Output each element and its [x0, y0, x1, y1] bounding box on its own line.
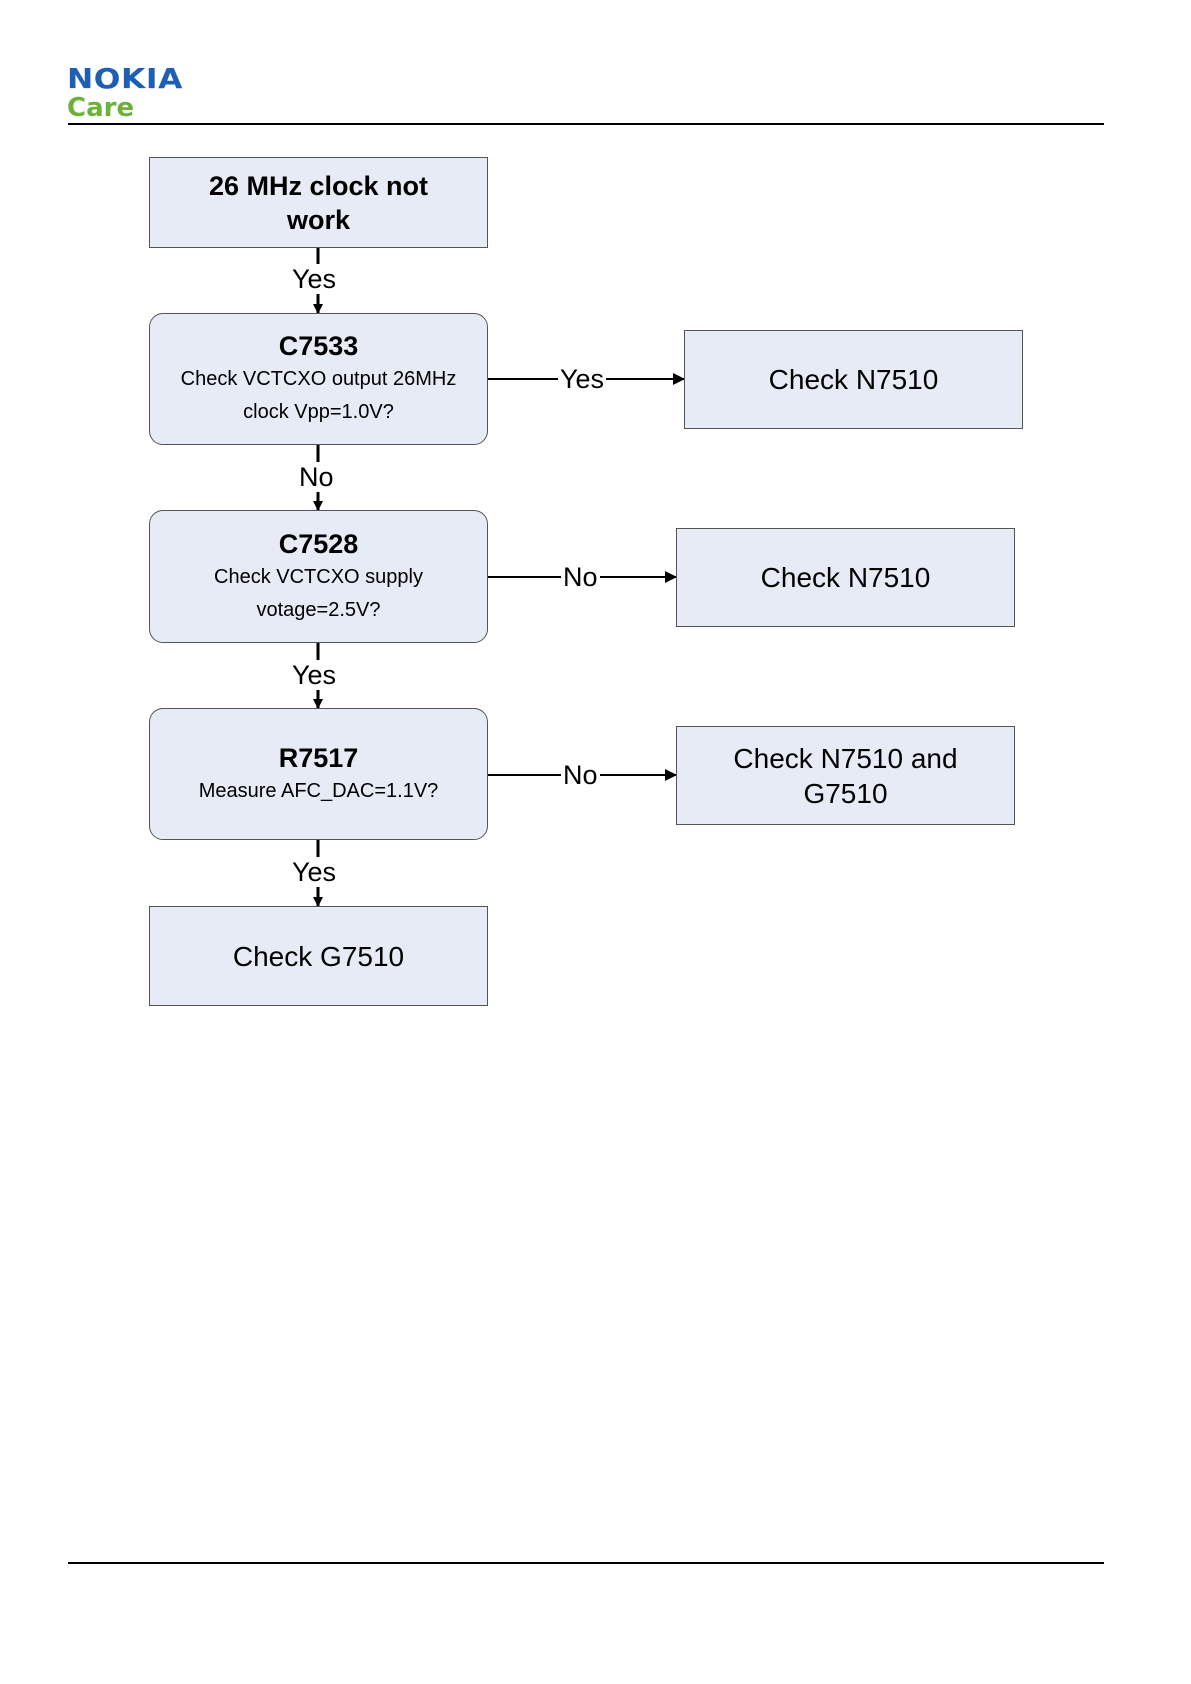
edge-label-step1-side1: Yes: [558, 364, 606, 394]
step-c7533-box: C7533 Check VCTCXO output 26MHz clock Vp…: [149, 313, 488, 445]
start-title: 26 MHz clock not work: [189, 169, 449, 237]
side-box-2: Check N7510: [676, 528, 1015, 627]
end-text: Check G7510: [233, 939, 404, 974]
edge-label-step3-end: Yes: [290, 857, 338, 887]
side-box-1: Check N7510: [684, 330, 1023, 429]
step-c7528-line2: votage=2.5V?: [257, 594, 381, 627]
side-box-3-line1: Check N7510 and: [733, 741, 957, 776]
step-c7533-title: C7533: [279, 329, 359, 363]
step-r7517-line1: Measure AFC_DAC=1.1V?: [199, 775, 439, 808]
step-r7517-box: R7517 Measure AFC_DAC=1.1V?: [149, 708, 488, 840]
edge-label-step2-side2: No: [561, 562, 600, 592]
side-box-2-text: Check N7510: [761, 560, 931, 595]
start-box: 26 MHz clock not work: [149, 157, 488, 248]
edge-label-step2-step3: Yes: [290, 660, 338, 690]
step-c7533-line2: clock Vpp=1.0V?: [243, 396, 394, 429]
footer-rule: [68, 1562, 1104, 1564]
step-r7517-title: R7517: [279, 741, 359, 775]
step-c7528-box: C7528 Check VCTCXO supply votage=2.5V?: [149, 510, 488, 643]
end-box: Check G7510: [149, 906, 488, 1006]
side-box-1-text: Check N7510: [769, 362, 939, 397]
step-c7528-title: C7528: [279, 527, 359, 561]
side-box-3-line2: G7510: [803, 776, 887, 811]
edge-label-step3-side3: No: [561, 760, 600, 790]
side-box-3: Check N7510 and G7510: [676, 726, 1015, 825]
step-c7528-line1: Check VCTCXO supply: [214, 561, 423, 594]
step-c7533-line1: Check VCTCXO output 26MHz: [181, 363, 457, 396]
edge-label-step1-step2: No: [297, 462, 336, 492]
edge-label-start-step1: Yes: [290, 264, 338, 294]
